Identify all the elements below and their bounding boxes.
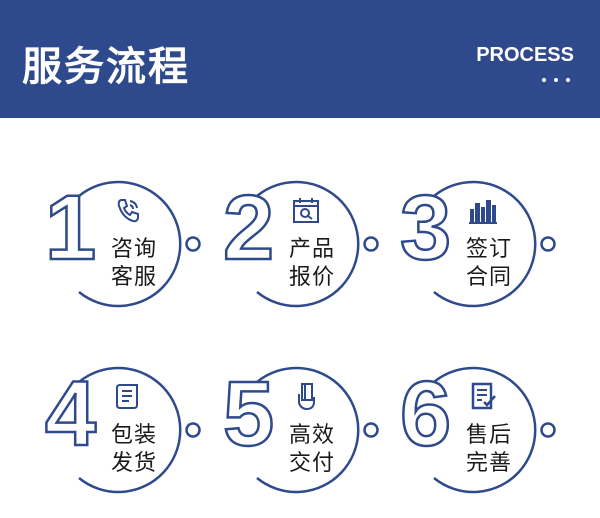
step-number: 4 bbox=[44, 363, 98, 465]
step-4: 4 包装 发货 bbox=[15, 356, 215, 506]
step-label: 咨询 客服 bbox=[111, 237, 158, 290]
step-number: 1 bbox=[44, 177, 98, 279]
scroll-icon bbox=[116, 384, 138, 409]
step-5: 5 高效 交付 bbox=[193, 356, 393, 506]
step-label: 产品 报价 bbox=[289, 237, 336, 290]
step-label: 高效 交付 bbox=[289, 423, 336, 476]
city-icon bbox=[469, 200, 497, 224]
step-label: 包装 发货 bbox=[111, 423, 158, 476]
step-3: 3 签订 合同 bbox=[370, 170, 570, 320]
hand-card-icon bbox=[298, 383, 315, 411]
calendar-search-icon bbox=[293, 198, 319, 223]
step-label: 售后 完善 bbox=[466, 423, 513, 476]
step-2: 2 产品 报价 bbox=[193, 170, 393, 320]
page-title: 服务流程 bbox=[22, 44, 190, 90]
header-banner: 服务流程 PROCESS bbox=[0, 0, 600, 118]
step-1: 1 咨询 客服 bbox=[15, 170, 215, 320]
phone-icon bbox=[117, 199, 139, 223]
step-number: 5 bbox=[222, 363, 276, 465]
step-number: 3 bbox=[399, 177, 453, 279]
step-number: 6 bbox=[399, 363, 453, 465]
dots-decoration bbox=[542, 78, 570, 82]
step-number: 2 bbox=[222, 177, 276, 279]
checklist-icon bbox=[471, 382, 496, 410]
step-label: 签订 合同 bbox=[466, 237, 513, 290]
step-6: 6 售后 完善 bbox=[370, 356, 570, 506]
page-subtitle: PROCESS bbox=[476, 44, 574, 66]
